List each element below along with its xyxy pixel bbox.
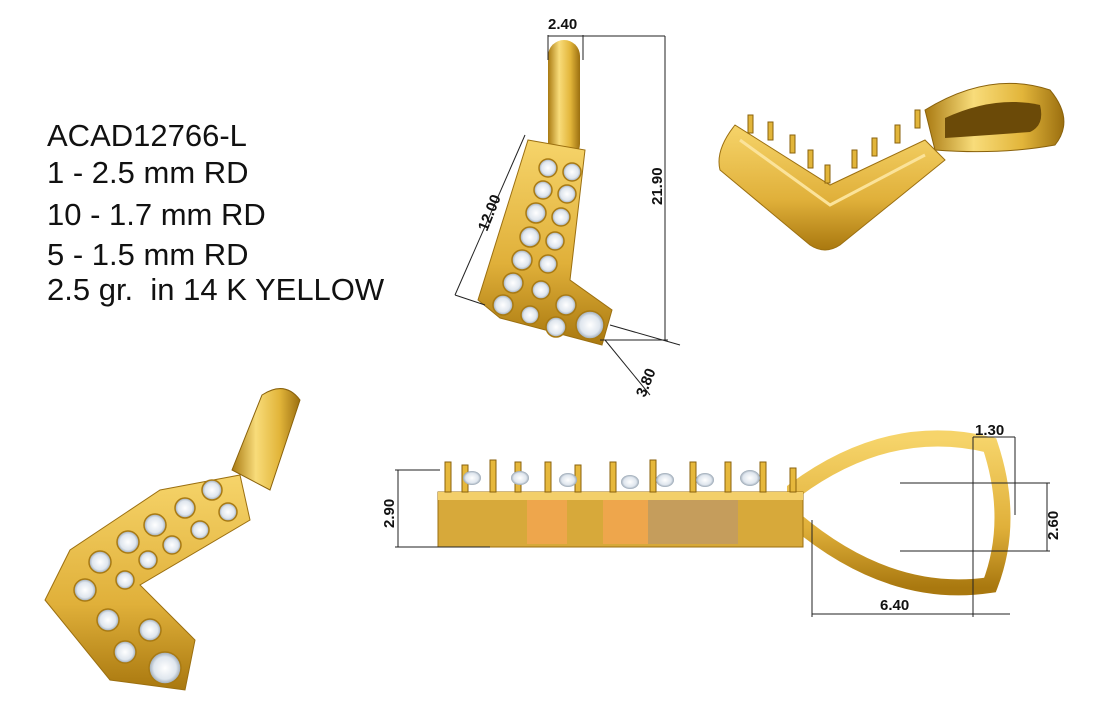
dim-arm-width: 3.80 — [633, 366, 660, 399]
dim-total-height: 21.90 — [649, 167, 666, 205]
stone-spec-1: 1 - 2.5 mm RD — [47, 155, 249, 190]
bail — [548, 40, 580, 160]
diamond-stones — [73, 479, 238, 685]
back-perspective-view — [718, 82, 1065, 251]
diamond-stones — [492, 158, 605, 340]
weight-metal-spec: 2.5 gr. in 14 K YELLOW — [47, 272, 385, 307]
dim-bail-wire: 1.30 — [975, 422, 1004, 439]
bail-loop — [787, 430, 1011, 596]
pendant-body — [477, 139, 613, 346]
pendant-back — [718, 124, 946, 251]
dim-bail-length: 6.40 — [880, 597, 909, 614]
prongs — [747, 109, 921, 184]
bail — [231, 388, 301, 491]
dim-bail-width: 2.40 — [548, 16, 577, 33]
pendant-body — [44, 474, 251, 691]
dim-thickness: 2.90 — [381, 499, 398, 528]
stone-spec-2: 10 - 1.7 mm RD — [47, 197, 266, 232]
front-view: 2.40 21.90 12.00 3.80 — [454, 16, 681, 399]
stone-spec-3: 5 - 1.5 mm RD — [47, 237, 249, 272]
front-perspective-view — [44, 388, 301, 691]
diamond-stones — [463, 470, 760, 489]
dim-bail-inner-height: 2.60 — [1045, 511, 1062, 540]
model-number: ACAD12766-L — [47, 118, 247, 153]
side-view: 2.90 1.30 2.60 6.40 — [381, 422, 1062, 617]
